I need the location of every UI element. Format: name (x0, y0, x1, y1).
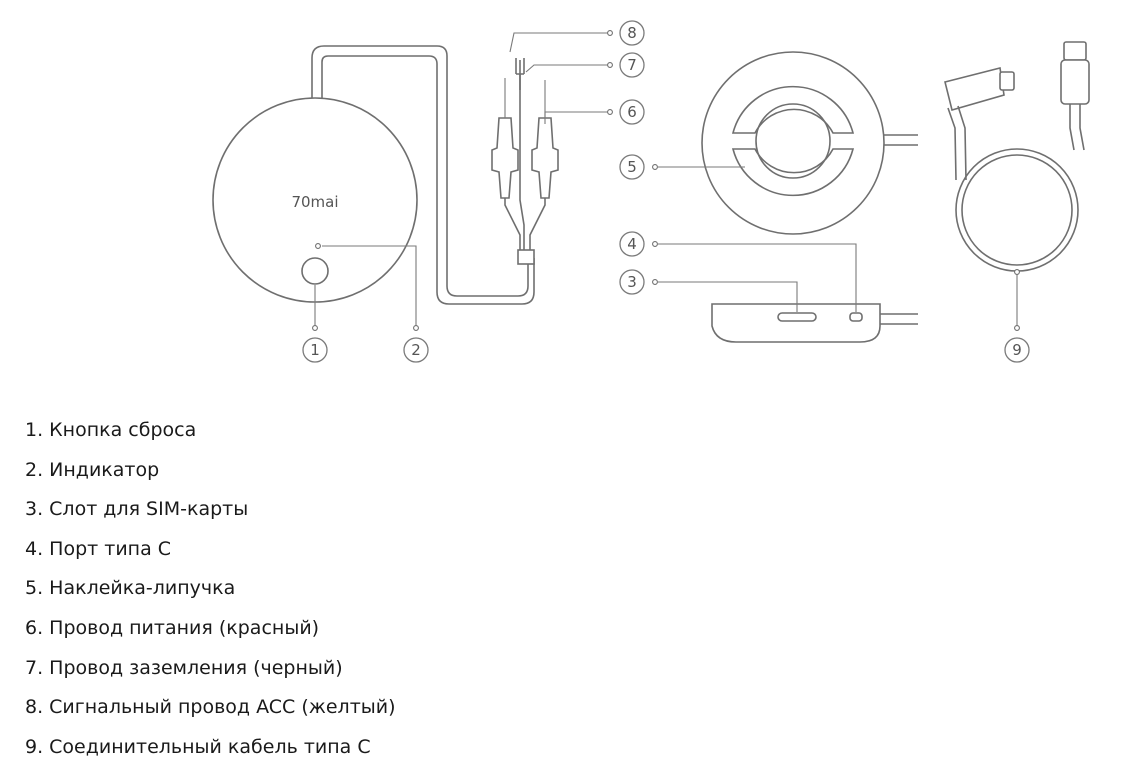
legend-item-indicator: 2. Индикатор (25, 458, 160, 481)
legend-item-type-c-port: 4. Порт типа C (25, 537, 172, 560)
callout-3: 3 (619, 269, 645, 295)
indicator-light (315, 243, 321, 249)
callout-9-number: 9 (1012, 341, 1022, 359)
legend-item-acc-wire: 8. Сигнальный провод ACC (желтый) (25, 696, 396, 719)
callout-2-number: 2 (411, 341, 421, 359)
legend-item-type-c-cable: 9. Соединительный кабель типа C (25, 735, 371, 758)
reset-button (301, 257, 329, 285)
callout-2: 2 (403, 337, 429, 363)
type-c-port (849, 312, 863, 322)
device-diagram: 70mai (212, 20, 1090, 363)
callout-4: 4 (619, 231, 645, 257)
callout-5-number: 5 (627, 158, 637, 176)
callout-8-number: 8 (627, 24, 637, 42)
callout-6-number: 6 (627, 103, 637, 121)
device-side-view (711, 303, 918, 343)
callout-3-number: 3 (627, 273, 637, 291)
parts-legend: 1. Кнопка сброса 2. Индикатор 3. Слот дл… (25, 411, 396, 767)
brand-label: 70mai (291, 193, 338, 211)
legend-item-sticker: 5. Наклейка-липучка (25, 577, 236, 600)
hardwire-kit (491, 58, 559, 265)
sim-card-slot (777, 312, 817, 322)
device-front-view: 70mai (212, 45, 535, 305)
callout-5: 5 (619, 154, 645, 180)
callout-1: 1 (302, 337, 328, 363)
callout-7: 7 (619, 52, 645, 78)
callout-8: 8 (619, 20, 645, 46)
legend-item-power-wire: 6. Провод питания (красный) (25, 616, 320, 639)
callout-4-number: 4 (627, 235, 637, 253)
leader-lines (312, 30, 1020, 331)
device-back-view (701, 51, 918, 235)
callout-1-number: 1 (310, 341, 320, 359)
legend-item-sim-slot: 3. Слот для SIM-карты (25, 498, 249, 521)
legend-item-ground-wire: 7. Провод заземления (черный) (25, 656, 343, 679)
legend-item-reset-button: 1. Кнопка сброса (25, 419, 197, 441)
type-c-cable (944, 41, 1090, 272)
callout-9: 9 (1004, 337, 1030, 363)
callout-6: 6 (619, 99, 645, 125)
callout-7-number: 7 (627, 56, 637, 74)
